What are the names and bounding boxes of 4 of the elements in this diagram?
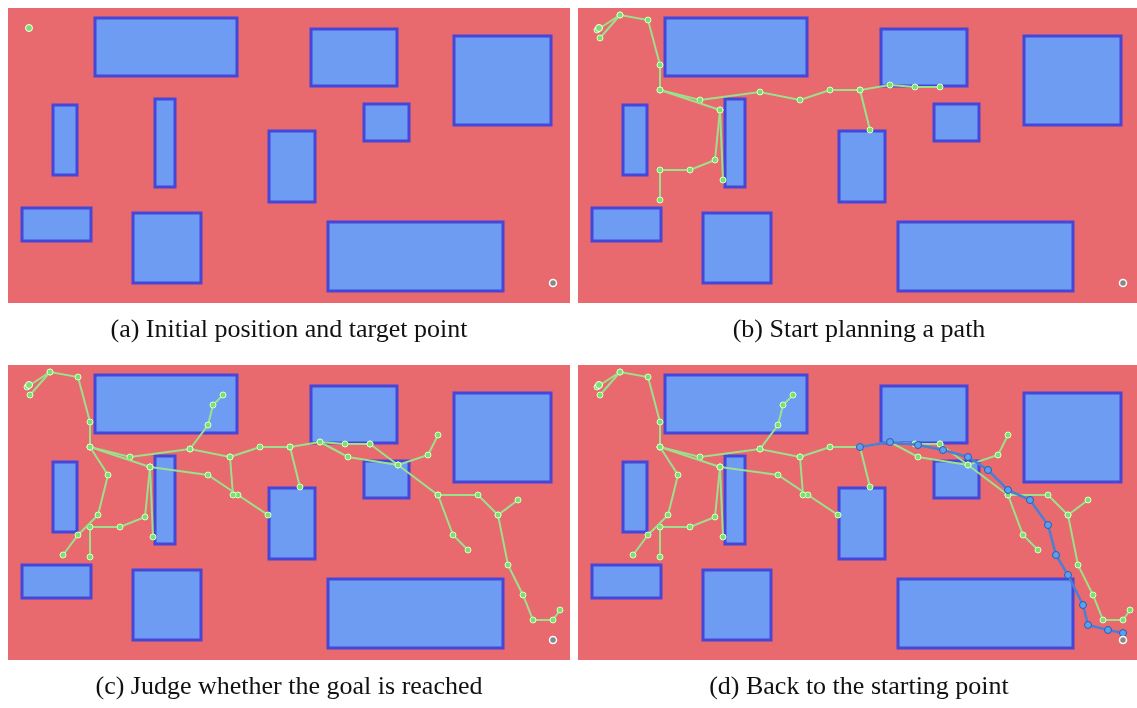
figure-caption: (c) Judge whether the goal is reached [94, 671, 484, 701]
figure-caption: (b) Start planning a path [731, 314, 987, 344]
figure-caption: (d) Back to the starting point [708, 671, 1010, 701]
figure-caption: (a) Initial position and target point [109, 314, 469, 344]
